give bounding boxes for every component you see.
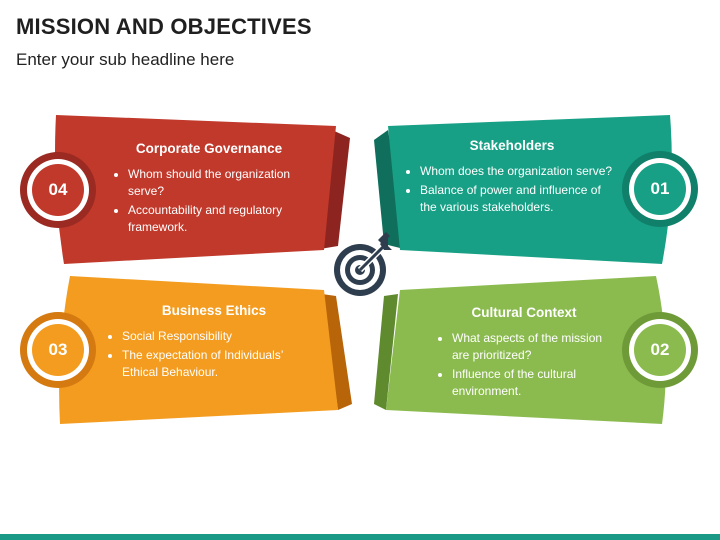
bullet-list: Social Responsibility The expectation of…: [106, 328, 322, 381]
bullet-item: What aspects of the mission are prioriti…: [452, 330, 612, 364]
card-stakeholders: [374, 115, 698, 264]
badge-number-02: 02: [650, 340, 670, 359]
card-title: Corporate Governance: [135, 141, 283, 156]
card-cultural-context-content: Cultural Context What aspects of the mis…: [436, 305, 612, 402]
card-business-ethics: [20, 276, 352, 424]
bullet-item: Whom does the organization serve?: [420, 163, 620, 180]
bullet-item: The expectation of Individuals’ Ethical …: [122, 347, 322, 381]
bullet-item: Social Responsibility: [122, 328, 322, 345]
card-business-ethics-content: Business Ethics Social Responsibility Th…: [106, 303, 322, 383]
badge-number-04: 04: [48, 180, 68, 199]
card-title: Business Ethics: [161, 303, 267, 318]
card-corporate-governance-content: Corporate Governance Whom should the org…: [112, 141, 306, 238]
badge-number-01: 01: [650, 179, 670, 198]
card-corporate-governance: [20, 115, 350, 264]
badge-04-inner: [32, 164, 84, 216]
target-arrow-icon: [334, 232, 392, 296]
footer-bar: [0, 534, 720, 540]
card-stakeholders-content: Stakeholders Whom does the organization …: [404, 138, 620, 218]
badge-02-inner: [634, 324, 686, 376]
card-cultural-context: [374, 276, 698, 424]
bullet-list: Whom does the organization serve? Balanc…: [404, 163, 620, 216]
card-title: Cultural Context: [471, 305, 577, 320]
bullet-item: Influence of the cultural environment.: [452, 366, 612, 400]
page-title: MISSION AND OBJECTIVES: [16, 14, 312, 39]
bullet-item: Whom should the organization serve?: [128, 166, 306, 200]
badge-number-03: 03: [48, 340, 68, 359]
badge-01-inner: [634, 163, 686, 215]
bullet-list: Whom should the organization serve? Acco…: [112, 166, 306, 236]
bullet-item: Accountability and regulatory framework.: [128, 202, 306, 236]
badge-03-inner: [32, 324, 84, 376]
page-subtitle: Enter your sub headline here: [16, 50, 235, 69]
card-title: Stakeholders: [469, 138, 555, 153]
bullet-item: Balance of power and influence of the va…: [420, 182, 620, 216]
bullet-list: What aspects of the mission are prioriti…: [436, 330, 612, 400]
